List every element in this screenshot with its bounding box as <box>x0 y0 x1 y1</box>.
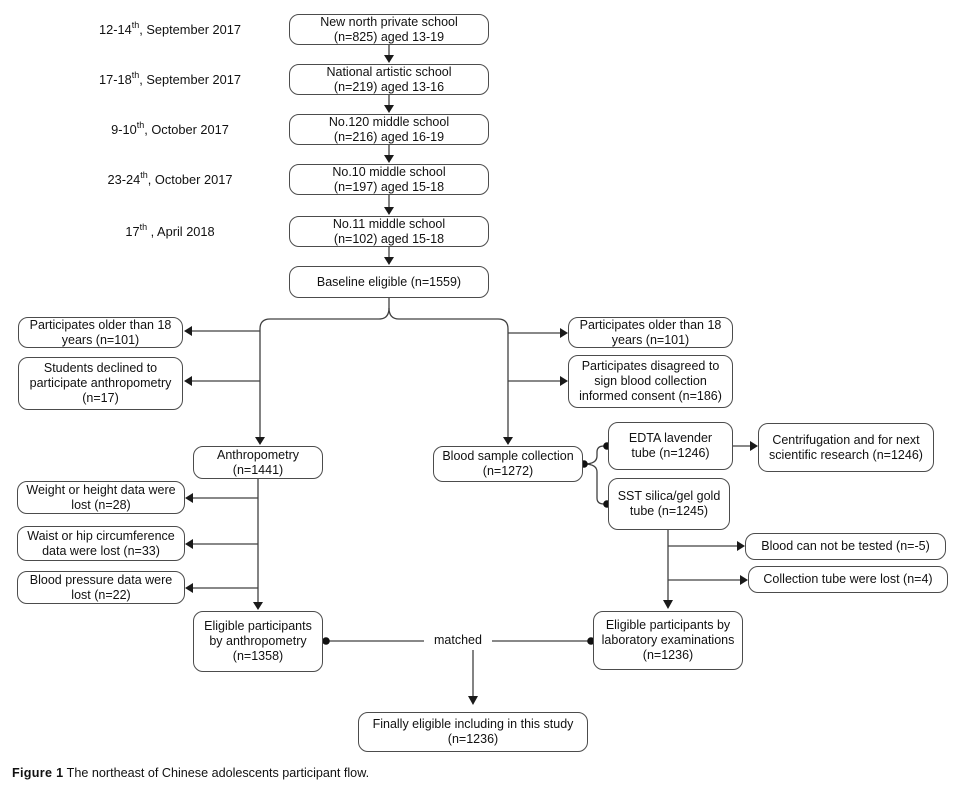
flow-box-no120-middle-school: No.120 middle school(n=216) aged 16-19 <box>289 114 489 145</box>
flow-box-blood-sample-collection: Blood sample collection(n=1272) <box>433 446 583 482</box>
flow-box-collection-tube-lost: Collection tube were lost (n=4) <box>748 566 948 593</box>
matched-label: matched <box>434 633 482 647</box>
figure-caption-text: The northeast of Chinese adolescents par… <box>63 766 370 780</box>
recruit-date-3: 9-10th, October 2017 <box>111 119 229 137</box>
recruit-date-2: 17-18th, September 2017 <box>99 69 241 87</box>
recruit-date-4: 23-24th, October 2017 <box>107 169 233 187</box>
flow-box-no10-middle-school: No.10 middle school(n=197) aged 15-18 <box>289 164 489 195</box>
flow-box-new-north-private-school: New north private school(n=825) aged 13-… <box>289 14 489 45</box>
figure-caption: Figure 1 The northeast of Chinese adoles… <box>12 766 369 780</box>
flow-box-baseline-eligible: Baseline eligible (n=1559) <box>289 266 489 298</box>
flow-box-no11-middle-school: No.11 middle school(n=102) aged 15-18 <box>289 216 489 247</box>
flow-box-finally-eligible: Finally eligible including in this study… <box>358 712 588 752</box>
recruit-date-5: 17th , April 2018 <box>125 221 215 239</box>
recruit-date-1: 12-14th, September 2017 <box>99 19 241 37</box>
figure-caption-label: Figure 1 <box>12 766 64 780</box>
flow-box-anthropometry: Anthropometry(n=1441) <box>193 446 323 479</box>
flow-box-blood-not-tested: Blood can not be tested (n=-5) <box>745 533 946 560</box>
flow-box-national-artistic-school: National artistic school(n=219) aged 13-… <box>289 64 489 95</box>
